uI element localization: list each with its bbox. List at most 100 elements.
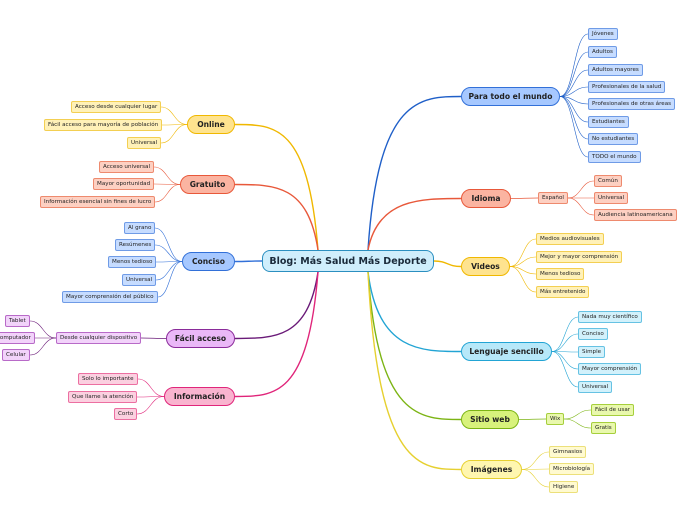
leaf-info-1[interactable]: Solo lo importante [78,373,138,385]
leaf-info-2[interactable]: Que llame la atención [68,391,138,403]
link-lenguaje [367,271,462,353]
leaf-sitio-1[interactable]: Fácil de usar [591,404,635,416]
leaf-facil-3[interactable]: Celular [2,349,30,361]
branch-idioma[interactable]: Idioma [461,189,511,208]
link-lenguaje-leaf-3 [551,351,579,370]
link-idioma-leaf-0 [567,180,595,199]
link-gratuito-leaf-0 [153,166,181,185]
link-conciso [234,260,263,263]
leaf-videos-3[interactable]: Menos tedioso [536,268,585,280]
link-para_todo [367,95,462,251]
link-facil_acceso-leaf-2 [29,337,57,356]
link-sitio_web-sub [518,418,547,420]
leaf-imagenes-3[interactable]: Higiene [549,481,579,493]
leaf-idioma-3[interactable]: Audiencia latinoamericana [594,209,677,221]
leaf-online-2[interactable]: Fácil acceso para mayoría de población [44,119,163,131]
branch-facil-acceso[interactable]: Fácil acceso [166,329,235,348]
link-lenguaje-leaf-4 [551,351,579,388]
link-online-leaf-0 [160,106,188,125]
link-imagenes-leaf-0 [521,451,550,470]
link-para_todo-leaf-1 [559,51,589,97]
link-conciso-leaf-4 [157,261,183,298]
leaf-facil-2[interactable]: Computador [0,332,35,344]
branch-sitio-web[interactable]: Sitio web [461,410,519,429]
link-idioma-sub [510,197,539,199]
link-informacion-leaf-2 [136,396,165,415]
sub-idioma[interactable]: Español [538,192,568,204]
link-conciso-leaf-2 [155,261,183,263]
branch-gratuito[interactable]: Gratuito [180,175,235,194]
link-gratuito-leaf-1 [153,183,181,185]
link-conciso-leaf-0 [154,227,183,262]
leaf-idioma-2[interactable]: Universal [594,192,629,204]
leaf-conciso-3[interactable]: Menos tedioso [108,256,157,268]
leaf-videos-1[interactable]: Medios audiovisuales [536,233,604,245]
branch-online[interactable]: Online [187,115,235,134]
leaf-idioma-1[interactable]: Común [594,175,622,187]
branch-imagenes[interactable]: Imágenes [461,460,522,479]
branch-conciso[interactable]: Conciso [182,252,235,271]
branch-informacion[interactable]: Información [164,387,235,406]
sub-facil-acceso[interactable]: Desde cualquier dispositivo [56,332,142,344]
link-online [234,123,319,251]
leaf-online-3[interactable]: Universal [127,137,162,149]
leaf-todo-4[interactable]: Profesionales de la salud [588,81,666,93]
link-sitio_web [367,271,462,421]
leaf-conciso-5[interactable]: Mayor comprensión del público [62,291,158,303]
leaf-todo-7[interactable]: No estudiantes [588,133,639,145]
leaf-imagenes-1[interactable]: Gimnasios [549,446,587,458]
leaf-conciso-1[interactable]: Al grano [124,222,156,234]
link-informacion [234,271,319,398]
leaf-videos-2[interactable]: Mejor y mayor comprensión [536,251,623,263]
link-imagenes-leaf-2 [521,469,550,488]
link-online-leaf-2 [160,124,188,144]
leaf-todo-8[interactable]: TODO el mundo [588,151,641,163]
link-informacion-leaf-0 [137,378,165,397]
link-lenguaje-leaf-2 [551,351,579,353]
leaf-imagenes-2[interactable]: Microbiología [549,463,595,475]
link-idioma [367,197,462,251]
leaf-gratuito-3[interactable]: Información esencial sin fines de lucro [40,196,156,208]
branch-videos[interactable]: Videos [461,257,510,276]
link-videos-leaf-3 [509,266,537,293]
leaf-lenguaje-2[interactable]: Conciso [578,328,608,340]
leaf-todo-3[interactable]: Adultos mayores [588,64,643,76]
leaf-sitio-2[interactable]: Gratis [591,422,616,434]
leaf-lenguaje-3[interactable]: Simple [578,346,606,358]
leaf-gratuito-2[interactable]: Mayor oportunidad [93,178,155,190]
link-idioma-leaf-2 [567,197,595,216]
link-para_todo-leaf-0 [559,33,589,97]
link-conciso-leaf-3 [155,261,183,281]
link-lenguaje-leaf-1 [551,333,579,352]
link-gratuito [234,183,319,251]
leaf-online-1[interactable]: Acceso desde cualquier lugar [71,101,162,113]
leaf-conciso-4[interactable]: Universal [122,274,157,286]
link-videos-leaf-0 [509,238,537,267]
link-para_todo-leaf-3 [559,86,589,97]
branch-lenguaje[interactable]: Lenguaje sencillo [461,342,552,361]
link-lenguaje-leaf-0 [551,316,579,352]
leaf-lenguaje-4[interactable]: Mayor comprensión [578,363,642,375]
branch-para-todo[interactable]: Para todo el mundo [461,87,560,106]
link-para_todo-leaf-6 [559,96,589,140]
central-topic[interactable]: Blog: Más Salud Más Deporte [262,250,434,272]
link-imagenes [367,271,462,471]
link-para_todo-leaf-7 [559,96,589,158]
leaf-todo-6[interactable]: Estudiantes [588,116,629,128]
link-sitio_web-leaf-1 [563,418,592,429]
link-para_todo-leaf-2 [559,69,589,97]
leaf-todo-1[interactable]: Jóvenes [588,28,618,40]
leaf-gratuito-1[interactable]: Acceso universal [99,161,155,173]
leaf-facil-1[interactable]: Tablet [5,315,30,327]
leaf-conciso-2[interactable]: Resúmenes [115,239,156,251]
leaf-info-3[interactable]: Corto [114,408,138,420]
leaf-lenguaje-5[interactable]: Universal [578,381,613,393]
leaf-videos-4[interactable]: Más entretenido [536,286,590,298]
sub-sitio-web[interactable]: Wix [546,413,565,425]
leaf-todo-2[interactable]: Adultos [588,46,617,58]
link-facil_acceso-leaf-0 [29,320,57,339]
leaf-todo-5[interactable]: Profesionales de otras áreas [588,98,676,110]
leaf-lenguaje-1[interactable]: Nada muy científico [578,311,642,323]
